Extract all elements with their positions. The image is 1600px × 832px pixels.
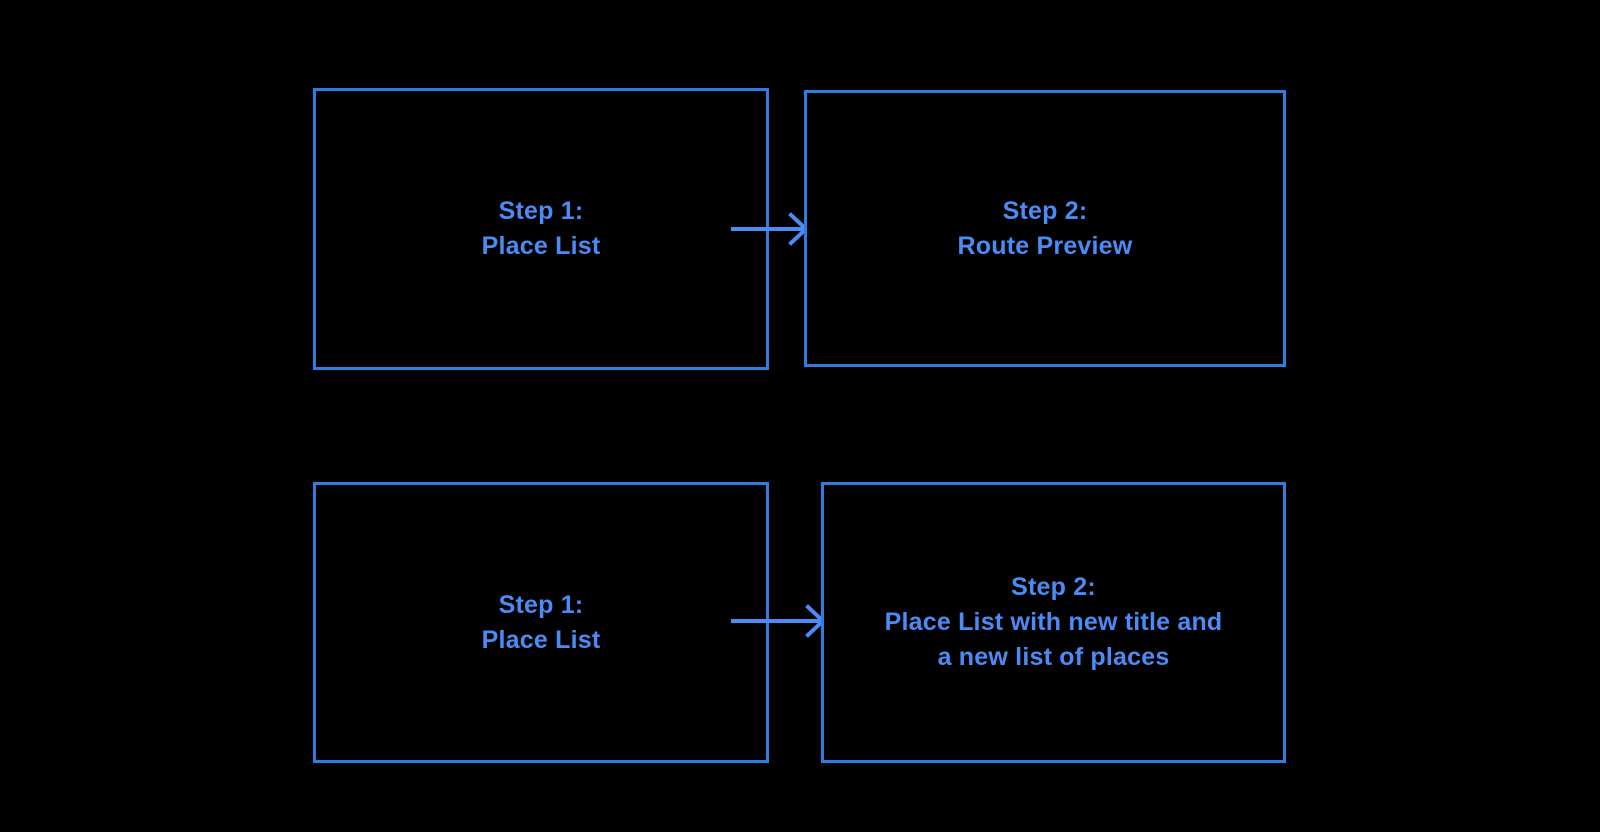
- step-box-bottom-step-2[interactable]: Step 2: Place List with new title and a …: [821, 482, 1286, 763]
- step-box-label: Step 1: Place List: [481, 590, 601, 654]
- step-box-bottom-step-1[interactable]: Step 1: Place List: [313, 482, 769, 763]
- step-box-top-step-1[interactable]: Step 1: Place List: [313, 88, 769, 370]
- step-box-label: Step 1: Place List: [481, 197, 601, 260]
- step-box-top-step-2[interactable]: Step 2: Route Preview: [804, 90, 1286, 367]
- step-box-label: Step 2: Route Preview: [957, 196, 1133, 260]
- flow-row-place-list-update: Step 1: Place List Step 2: Place List wi…: [0, 482, 1600, 764]
- step-box-label: Step 2: Place List with new title and a …: [884, 573, 1223, 671]
- flow-row-route-preview: Step 1: Place List Step 2: Route Preview: [0, 88, 1600, 370]
